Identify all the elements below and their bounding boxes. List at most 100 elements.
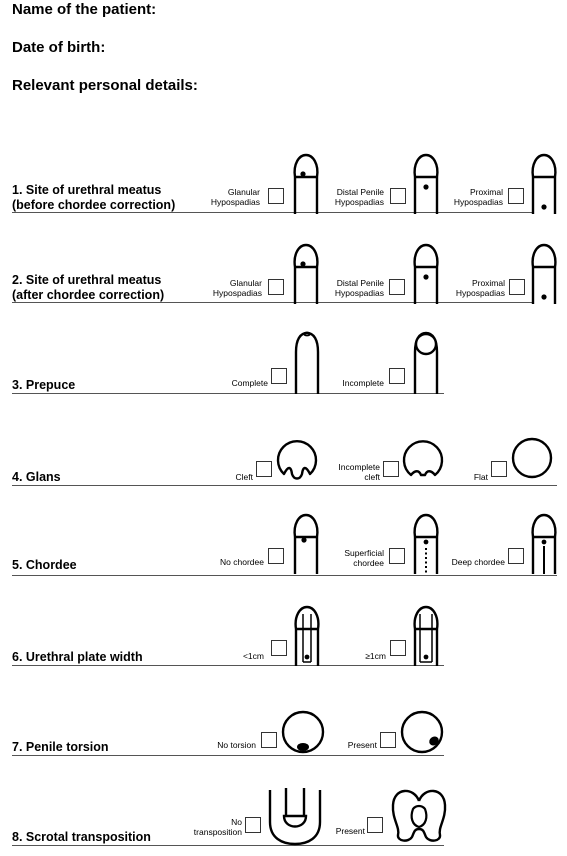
section-divider [12, 575, 557, 576]
no-scrotal-transposition-checkbox[interactable] [245, 817, 261, 833]
option-label-line: No chordee [220, 557, 264, 567]
option-label: Distal Penile Hypospadias [335, 278, 384, 298]
glans-incomplete-cleft-icon [402, 440, 444, 477]
no-scrotal-transposition-icon [268, 788, 322, 846]
deep-chordee-checkbox[interactable] [508, 548, 524, 564]
section-divider [12, 485, 557, 486]
date-of-birth-label: Date of birth: [12, 39, 106, 56]
option-label: Deep chordee [452, 557, 505, 567]
option-label-line: transposition [193, 827, 242, 837]
torsion-present-checkbox[interactable] [380, 732, 396, 748]
personal-details-label: Relevant personal details: [12, 77, 198, 94]
section-6-title: 6. Urethral plate width [12, 650, 143, 665]
deep-chordee-icon [531, 513, 557, 574]
option-label-line: Distal Penile [336, 278, 384, 288]
penis-distal-meatus-icon [413, 153, 439, 214]
penis-glanular-meatus-icon [293, 243, 319, 304]
glans-flat-checkbox[interactable] [491, 461, 507, 477]
glans-cleft-icon [276, 440, 318, 480]
prepuce-incomplete-icon [413, 331, 439, 394]
proximal-hypospadias-checkbox[interactable] [509, 279, 525, 295]
option-label-line: cleft [364, 472, 380, 482]
option-label-line: Present [347, 740, 377, 750]
section-title-line: (after chordee correction) [12, 288, 165, 302]
no-torsion-icon [281, 710, 325, 754]
scrotal-transposition-present-checkbox[interactable] [367, 817, 383, 833]
penis-glanular-meatus-icon [293, 153, 319, 214]
option-label: Complete [232, 378, 268, 388]
section-title-line: 5. Chordee [12, 558, 77, 572]
option-label: <1cm [243, 651, 264, 661]
option-label-line: Hypospadias [210, 197, 260, 207]
urethral-plate-narrow-icon [294, 605, 320, 666]
section-title-line: (before chordee correction) [12, 198, 176, 212]
option-label-line: Distal Penile [336, 187, 384, 197]
option-label-line: <1cm [242, 651, 264, 661]
no-chordee-icon [293, 513, 319, 574]
option-label-line: Flat [473, 472, 488, 482]
option-label-line: No torsion [217, 740, 256, 750]
option-label-line: Hypospadias [334, 197, 384, 207]
option-label-line: Cleft [235, 472, 253, 482]
option-label: ≥1cm [365, 651, 386, 661]
option-label: No chordee [220, 557, 264, 567]
glans-flat-icon [511, 437, 553, 479]
torsion-present-icon [400, 710, 444, 754]
section-title-line: 2. Site of urethral meatus [12, 273, 162, 287]
section-8-title: 8. Scrotal transposition [12, 830, 151, 845]
section-divider [12, 212, 532, 213]
option-label: Glanular Hypospadias [213, 278, 262, 298]
distal-penile-hypospadias-checkbox[interactable] [389, 279, 405, 295]
no-chordee-checkbox[interactable] [268, 548, 284, 564]
section-5-title: 5. Chordee [12, 558, 77, 573]
glans-incomplete-cleft-checkbox[interactable] [383, 461, 399, 477]
option-label: Distal Penile Hypospadias [335, 187, 384, 207]
option-label-line: Hypospadias [455, 288, 505, 298]
option-label-line: Hypospadias [334, 288, 384, 298]
option-label-line: No [231, 817, 242, 827]
prepuce-complete-checkbox[interactable] [271, 368, 287, 384]
option-label: No transposition [194, 817, 242, 837]
glans-cleft-checkbox[interactable] [256, 461, 272, 477]
urethral-plate-wide-checkbox[interactable] [390, 640, 406, 656]
section-divider [12, 393, 444, 394]
option-label-line: Glanular [229, 278, 262, 288]
patient-name-label: Name of the patient: [12, 1, 157, 18]
no-torsion-checkbox[interactable] [261, 732, 277, 748]
glanular-hypospadias-checkbox[interactable] [268, 188, 284, 204]
prepuce-complete-icon [294, 331, 320, 394]
section-3-title: 3. Prepuce [12, 378, 75, 393]
option-label-line: Present [335, 826, 365, 836]
scrotal-transposition-present-icon [391, 789, 447, 842]
section-4-title: 4. Glans [12, 470, 61, 485]
option-label-line: Incomplete [342, 378, 384, 388]
section-1-title: 1. Site of urethral meatus (before chord… [12, 183, 175, 213]
section-title-line: 8. Scrotal transposition [12, 830, 151, 844]
penis-proximal-meatus-icon [531, 153, 557, 214]
option-label: Proximal Hypospadias [454, 187, 503, 207]
prepuce-incomplete-checkbox[interactable] [389, 368, 405, 384]
option-label: Incomplete [342, 378, 384, 388]
option-label: Flat [474, 472, 488, 482]
option-label: Present [336, 826, 365, 836]
urethral-plate-wide-icon [413, 605, 439, 666]
section-title-line: 7. Penile torsion [12, 740, 109, 754]
option-label-line: Incomplete [338, 462, 380, 472]
option-label: Proximal Hypospadias [456, 278, 505, 298]
section-divider [12, 665, 444, 666]
superficial-chordee-icon [413, 513, 439, 574]
distal-penile-hypospadias-checkbox[interactable] [390, 188, 406, 204]
option-label: Superficial chordee [344, 548, 384, 568]
option-label-line: Hypospadias [212, 288, 262, 298]
option-label-line: Glanular [227, 187, 260, 197]
option-label-line: Proximal [471, 278, 505, 288]
glanular-hypospadias-checkbox[interactable] [268, 279, 284, 295]
proximal-hypospadias-checkbox[interactable] [508, 188, 524, 204]
urethral-plate-narrow-checkbox[interactable] [271, 640, 287, 656]
option-label: Present [348, 740, 377, 750]
option-label-line: Proximal [469, 187, 503, 197]
option-label-line: ≥1cm [365, 651, 386, 661]
penis-proximal-meatus-icon [531, 243, 557, 304]
superficial-chordee-checkbox[interactable] [389, 548, 405, 564]
penis-distal-meatus-icon [413, 243, 439, 304]
